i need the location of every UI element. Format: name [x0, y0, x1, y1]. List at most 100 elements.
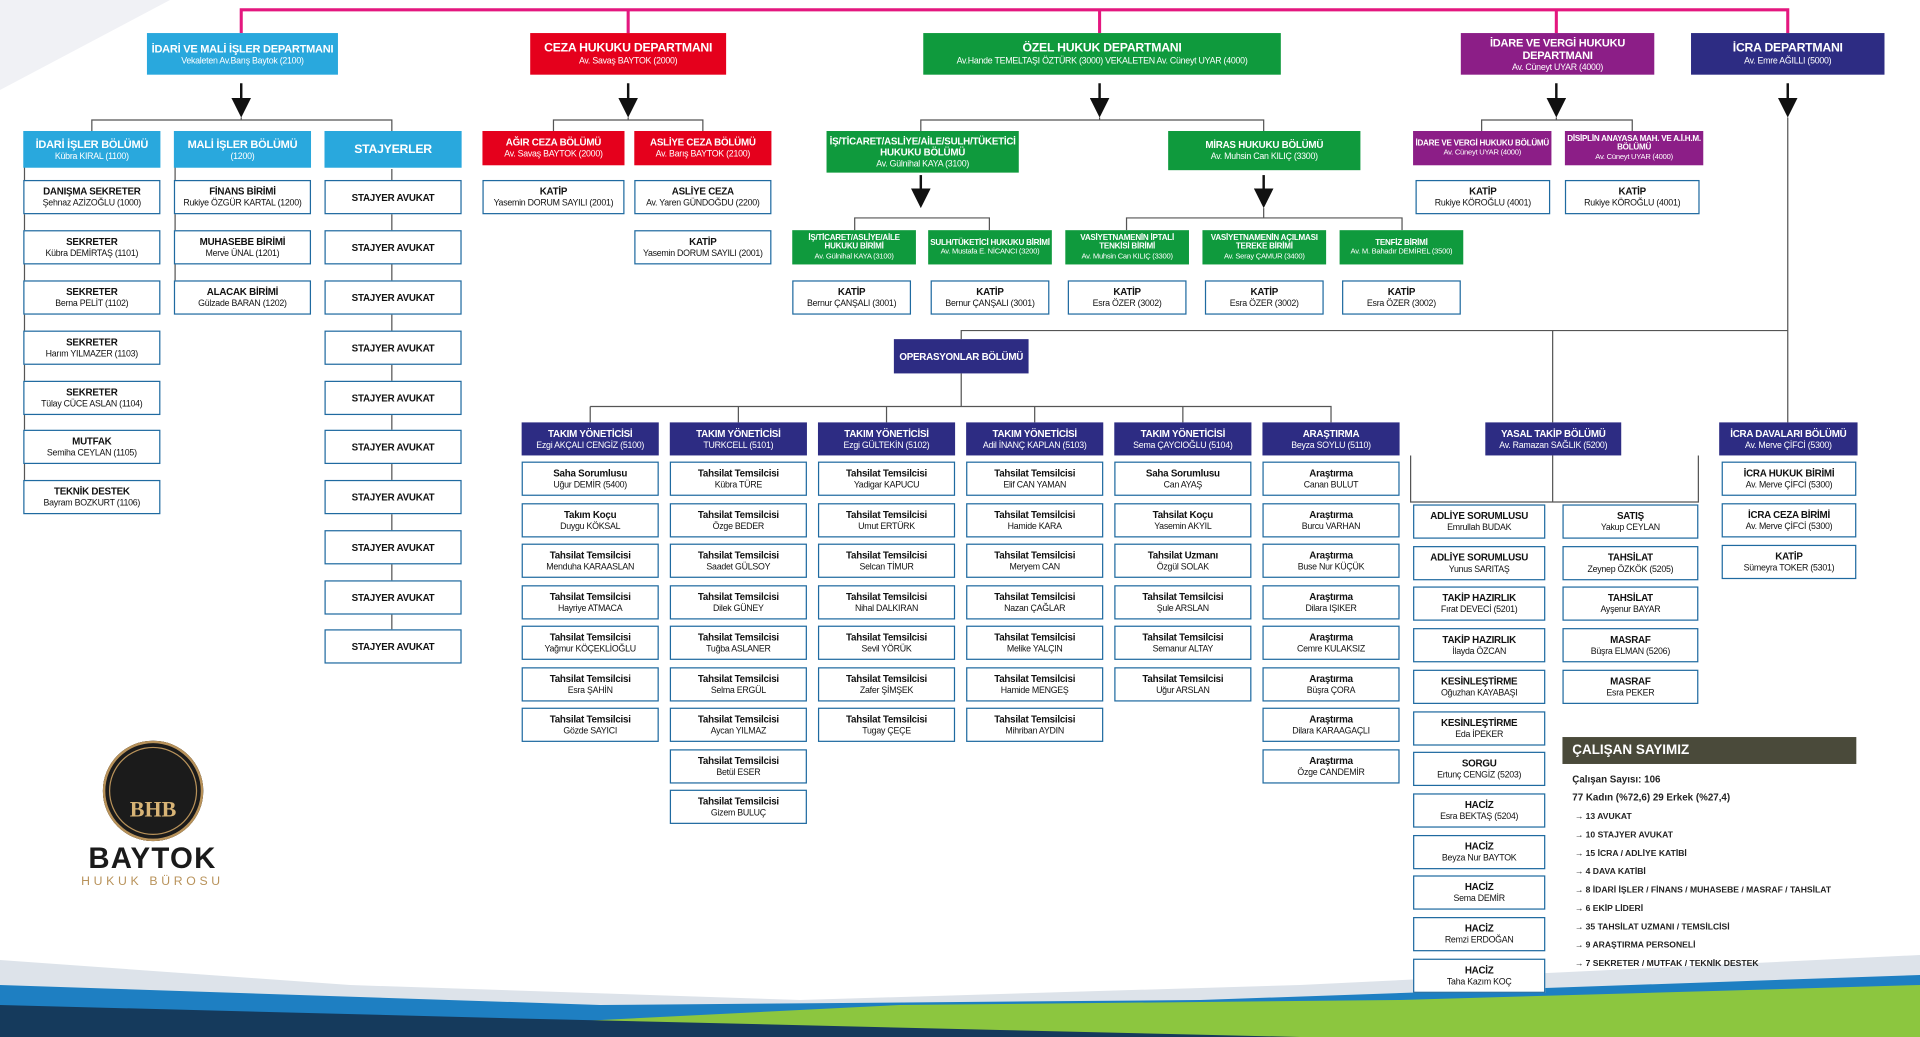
role: Tahsilat Uzmanı: [1147, 549, 1218, 561]
role: STAJYER AVUKAT: [351, 640, 435, 652]
role: STAJYER AVUKAT: [351, 292, 435, 304]
unit-title: STAJYERLER: [354, 142, 432, 157]
idare-unit: DİSİPLİN ANAYASA MAH. VE A.İ.H.M. BÖLÜMÜ…: [1564, 131, 1704, 166]
person: Av. Yaren GÜNDOĞDU (2200): [646, 197, 760, 209]
role: Tahsilat Temsilcisi: [994, 672, 1076, 684]
role: HACİZ: [1464, 840, 1494, 852]
unit-title: AĞIR CEZA BÖLÜMÜ: [505, 137, 602, 149]
role: Tahsilat Temsilcisi: [994, 508, 1076, 520]
unit-head: Av. Savaş BAYTOK (2000): [504, 148, 603, 160]
person: Yadigar KAPUCU: [853, 478, 920, 490]
stajyerler-header: STAJYERLER: [324, 131, 462, 168]
unit-head: Av. Cüneyt UYAR (4000): [1443, 148, 1522, 157]
person: Hayriye ATMACA: [558, 601, 623, 613]
person: Rukiye KÖROĞLU (4001): [1584, 197, 1681, 209]
dept-title: ÖZEL HUKUK DEPARTMANI: [1022, 41, 1182, 56]
unit-head: (1200): [230, 149, 255, 161]
person: İlayda ÖZCAN: [1452, 645, 1507, 657]
dept-title: İDARİ VE MALİ İŞLER DEPARTMANI: [151, 42, 334, 55]
employee-stat: → 15 İCRA / ADLİYE KATİBİ: [1574, 849, 1687, 859]
person: Saadet GÜLSOY: [706, 560, 771, 572]
idari-bolum: İDARİ İŞLER BÖLÜMÜ Kübra KIRAL (1100): [23, 131, 161, 168]
person: Ertunç CENGİZ (5203): [1437, 769, 1522, 781]
role: STAJYER AVUKAT: [351, 441, 435, 453]
dept-icra: İCRA DEPARTMANI Av. Emre AĞILLI (5000): [1691, 33, 1885, 75]
role: Takım Koçu: [564, 508, 617, 520]
unit-title: SULH/TÜKETİCİ HUKUKU BİRİMİ: [930, 238, 1050, 247]
role: KATİP: [1618, 186, 1647, 198]
person: Meryem CAN: [1009, 560, 1060, 572]
dept-head: Av. Emre AĞILLI (5000): [1744, 55, 1832, 67]
dept-head: Vekaleten Av.Barış Baytok (2100): [181, 54, 304, 66]
logo-subtitle: HUKUK BÜROSU: [81, 875, 224, 889]
person: Harım YILMAZER (1103): [45, 347, 139, 359]
role: FİNANS BİRİMİ: [209, 186, 276, 198]
role: Tahsilat Temsilcisi: [697, 549, 779, 561]
unit-head: Av. Ramazan SAĞLIK (5200): [1499, 438, 1608, 450]
role: HACİZ: [1464, 923, 1494, 935]
employee-stat: → 13 AVUKAT: [1574, 812, 1632, 822]
role: İCRA CEZA BİRİMİ: [1748, 509, 1830, 521]
role: Tahsilat Temsilcisi: [846, 508, 928, 520]
person: Tülay CÜCE ASLAN (1104): [41, 397, 143, 409]
role: TEKNİK DESTEK: [53, 486, 130, 498]
person: Taha Kazım KOÇ: [1446, 975, 1512, 987]
person: Oğuzhan KAYABAŞI: [1440, 686, 1518, 698]
person: Yunus SARITAŞ: [1448, 562, 1510, 574]
role: STAJYER AVUKAT: [351, 241, 435, 253]
employee-stat: → 9 ARAŞTIRMA PERSONELİ: [1574, 941, 1696, 951]
person: Zafer ŞİMŞEK: [859, 683, 914, 695]
person: Yakup CEYLAN: [1600, 521, 1660, 533]
person: Merve ÜNAL (1201): [205, 247, 280, 259]
role: Tahsilat Temsilcisi: [697, 467, 779, 479]
person: Özge CANDEMİR: [1297, 765, 1365, 777]
person: TURKCELL (5101): [703, 438, 774, 450]
person: Sema DEMİR: [1453, 892, 1506, 904]
person: Sevil YÖRÜK: [861, 642, 912, 654]
dept-ozel: ÖZEL HUKUK DEPARTMANI Av.Hande TEMELTAŞI…: [923, 33, 1281, 75]
role: SORGU: [1461, 758, 1497, 770]
unit-head: Av. Merve ÇİFCİ (5300): [1744, 438, 1832, 450]
employee-stat: → 35 TAHSİLAT UZMANI / TEMSİLCİSİ: [1574, 923, 1730, 932]
dept-title: İDARE VE VERGİ HUKUKU DEPARTMANI: [1489, 36, 1626, 61]
role: Tahsilat Temsilcisi: [549, 713, 631, 725]
person: Kübra DEMİRTAŞ (1101): [45, 247, 139, 259]
unit-title: YASAL TAKİP BÖLÜMÜ: [1500, 427, 1606, 439]
stajyer-card: STAJYER AVUKAT: [324, 380, 462, 416]
person: Elif CAN YAMAN: [1003, 478, 1067, 490]
person: Aycan YILMAZ: [710, 724, 767, 736]
person: Özge BEDER: [712, 519, 765, 531]
role: Tahsilat Temsilcisi: [697, 713, 779, 725]
dept-title: İCRA DEPARTMANI: [1732, 41, 1843, 56]
person: Rukiye ÖZGÜR KARTAL (1200): [183, 197, 302, 209]
role: Tahsilat Temsilcisi: [697, 672, 779, 684]
unit-head: Av. M. Bahadır DEMİREL (3500): [1350, 247, 1453, 256]
person: Yasemin DORUM SAYILI (2001): [493, 197, 614, 209]
role: Tahsilat Temsilcisi: [846, 467, 928, 479]
person: Gözde SAYICI: [563, 724, 618, 736]
role: MUHASEBE BİRİMİ: [199, 236, 286, 248]
